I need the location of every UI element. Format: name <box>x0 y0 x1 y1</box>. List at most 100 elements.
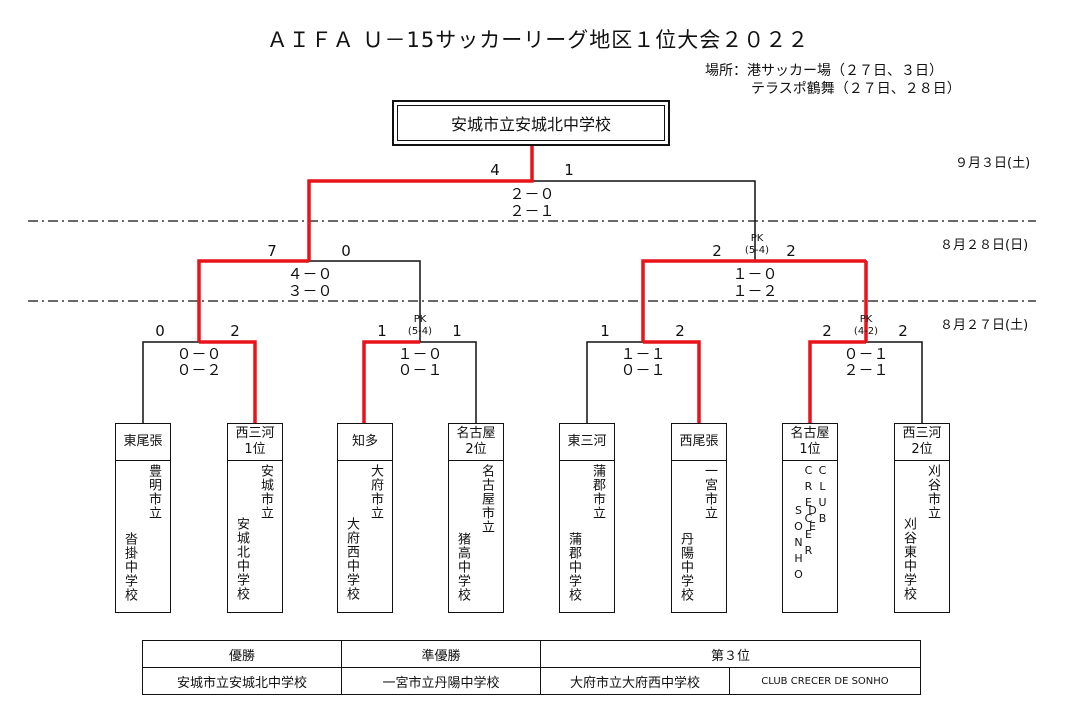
team-region: 東三河 <box>560 424 614 461</box>
m2-pk-label: PK <box>413 314 427 325</box>
team-city: 蒲郡市立 <box>590 464 605 520</box>
m4-half-1: ０－１ <box>843 345 889 363</box>
m2-half-1: １－０ <box>397 345 443 363</box>
result-third-2: CLUB CRECER DE SONHO <box>729 667 921 695</box>
date-final: ９月３日(土) <box>955 156 1031 171</box>
team-city: 豊明市立 <box>146 464 161 520</box>
winner-path-final <box>307 146 534 261</box>
date-first-round: ８月２７日(土) <box>940 318 1029 333</box>
team-school: 丹陽中学校 <box>678 532 693 602</box>
m3-left-score: 1 <box>600 322 610 340</box>
team-region-name: 名古屋 <box>790 426 830 441</box>
venue-line-1: 場所：港サッカー場（２７日、３日） <box>705 63 943 79</box>
m2-pk-score: (5-4) <box>407 326 433 337</box>
team-school: 猪高中学校 <box>455 532 470 602</box>
team-box-5: 東三河 蒲郡市立 蒲郡中学校 <box>559 423 615 613</box>
results-value-row: 安城市立安城北中学校 一宮市立丹陽中学校 大府市立大府西中学校 CLUB CRE… <box>142 667 921 695</box>
semi2-pk-label: PK <box>750 233 764 244</box>
team-rank: 1位 <box>799 442 821 457</box>
m2-half-2: ０－１ <box>397 361 443 379</box>
team-box-7: 名古屋 1位 CLUB CRECER DE SONHO <box>782 423 838 613</box>
team-rank: 2位 <box>911 442 933 457</box>
team-rank: 1位 <box>244 442 266 457</box>
semi1-half-2: ３－０ <box>287 282 333 300</box>
m2-right-score: 1 <box>452 322 462 340</box>
winner-path-3 <box>643 340 701 423</box>
team-region-name: 東尾張 <box>123 434 163 449</box>
team-region-name: 西三河 <box>235 426 275 441</box>
results-header-row: 優勝 準優勝 第３位 <box>142 640 921 668</box>
semi2-left-score: 2 <box>712 242 722 260</box>
team-box-6: 西尾張 一宮市立 丹陽中学校 <box>671 423 727 613</box>
team-region: 名古屋 2位 <box>449 424 503 461</box>
winner-path-semi-2 <box>641 259 755 342</box>
m4-pk-score: (4-2) <box>853 326 879 337</box>
team-region-name: 知多 <box>351 434 378 449</box>
m1-left-score: 0 <box>155 322 165 340</box>
team-school: 蒲郡中学校 <box>566 532 581 602</box>
team-school: 安城北中学校 <box>234 517 249 601</box>
winner-path-2 <box>362 340 420 423</box>
team-box-1: 東尾張 豊明市立 沓掛中学校 <box>115 423 171 613</box>
header-runner-up: 準優勝 <box>341 640 541 668</box>
m4-pk-label: PK <box>859 314 873 325</box>
m3-right-score: 2 <box>675 322 685 340</box>
team-city: 一宮市立 <box>702 464 717 520</box>
team-school: 大府西中学校 <box>344 517 359 601</box>
m1-half-2: ０－２ <box>176 361 222 379</box>
final-left-score: 4 <box>490 161 500 179</box>
semi2-half-2: １－２ <box>732 282 778 300</box>
page-title: ＡＩＦＡ Ｕ－15サッカーリーグ地区１位大会２０２２ <box>266 28 810 52</box>
result-runner-up: 一宮市立丹陽中学校 <box>341 667 541 695</box>
team-box-2: 西三河 1位 安城市立 安城北中学校 <box>227 423 283 613</box>
team-box-3: 知多 大府市立 大府西中学校 <box>337 423 393 613</box>
semi2-pk-score: (5-4) <box>744 245 770 256</box>
date-semi: ８月２８日(日) <box>940 238 1029 253</box>
winner-path-4 <box>808 340 866 423</box>
team-region: 知多 <box>338 424 392 461</box>
m3-half-1: １－１ <box>620 345 666 363</box>
team-region: 名古屋 1位 <box>783 424 837 461</box>
team-city: 刈谷市立 <box>925 464 940 520</box>
team-region: 西三河 2位 <box>895 424 949 461</box>
team-box-8: 西三河 2位 刈谷市立 刈谷東中学校 <box>894 423 950 613</box>
team-school: 刈谷東中学校 <box>901 517 916 601</box>
m4-half-2: ２－１ <box>843 361 889 379</box>
team-city: CLUB CRECER <box>802 464 829 560</box>
team-school: 沓掛中学校 <box>122 532 137 602</box>
header-third-place: 第３位 <box>540 640 921 668</box>
winner-path-semi-1 <box>197 259 309 342</box>
team-school: DE SONHO <box>792 504 819 584</box>
result-champion: 安城市立安城北中学校 <box>142 667 342 695</box>
team-rank: 2位 <box>465 442 487 457</box>
team-region: 西尾張 <box>672 424 726 461</box>
semi2-right-score: 2 <box>786 242 796 260</box>
m1-right-score: 2 <box>230 322 240 340</box>
m2-left-score: 1 <box>377 322 387 340</box>
header-champion: 優勝 <box>142 640 342 668</box>
champion-box: 安城市立安城北中学校 <box>392 100 670 146</box>
team-region: 西三河 1位 <box>228 424 282 461</box>
semi2-half-1: １－０ <box>732 265 778 283</box>
semi1-right-score: 0 <box>341 242 351 260</box>
team-region-name: 東三河 <box>567 434 607 449</box>
venue-line-2: テラスポ鶴舞（２７日、２８日） <box>751 81 961 97</box>
final-half-2: ２－１ <box>509 202 555 220</box>
team-city: 安城市立 <box>258 464 273 520</box>
final-right-score: 1 <box>564 161 574 179</box>
m4-left-score: 2 <box>822 322 832 340</box>
result-third-1: 大府市立大府西中学校 <box>540 667 730 695</box>
final-half-1: ２－０ <box>509 185 555 203</box>
winner-path-1 <box>199 340 257 423</box>
team-region-name: 名古屋 <box>456 426 496 441</box>
semi1-half-1: ４－０ <box>287 265 333 283</box>
m1-half-1: ０－０ <box>176 345 222 363</box>
team-region-name: 西三河 <box>902 426 942 441</box>
team-region-name: 西尾張 <box>679 434 719 449</box>
m4-right-score: 2 <box>898 322 908 340</box>
team-city: 大府市立 <box>368 464 383 520</box>
team-box-4: 名古屋 2位 名古屋市立 猪高中学校 <box>448 423 504 613</box>
results-table: 優勝 準優勝 第３位 安城市立安城北中学校 一宮市立丹陽中学校 大府市立大府西中… <box>142 640 921 695</box>
m3-half-2: ０－１ <box>620 361 666 379</box>
